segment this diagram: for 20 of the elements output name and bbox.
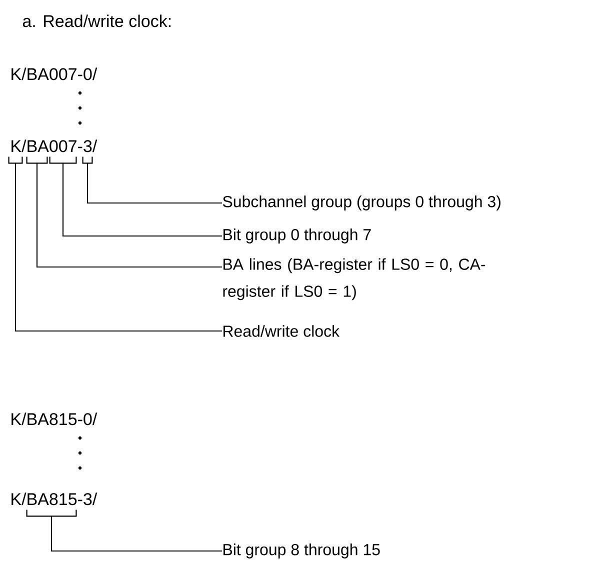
- leader-line: [86, 163, 222, 204]
- callout-text: Read/write clock: [224, 325, 340, 337]
- heading: a. Read/write clock:: [22, 14, 171, 28]
- callout-text: Bit group 0 through 7: [224, 228, 371, 244]
- leader-line: [62, 163, 222, 237]
- signal-name: K/BA007-3/: [12, 140, 98, 152]
- signal-name: K/BA815-0/: [12, 412, 98, 426]
- bracket: [8, 156, 23, 164]
- bracket: [26, 156, 48, 164]
- bracket: [82, 156, 93, 164]
- leader-line: [14, 163, 222, 332]
- callout-text: BA lines (BA-register if LS0 = 0, CA-register if LS0 = 1): [223, 258, 486, 300]
- bracket: [49, 156, 77, 164]
- bracket: [26, 510, 77, 517]
- callout-text: Bit group 8 through 15: [224, 544, 380, 558]
- callout-text: Subchannel group (groups 0 through 3): [222, 196, 500, 210]
- signal-name: K/BA815-3/: [12, 492, 98, 506]
- leader-line: [50, 516, 222, 552]
- signal-name: K/BA007-0/: [12, 68, 98, 80]
- leader-line: [36, 163, 222, 268]
